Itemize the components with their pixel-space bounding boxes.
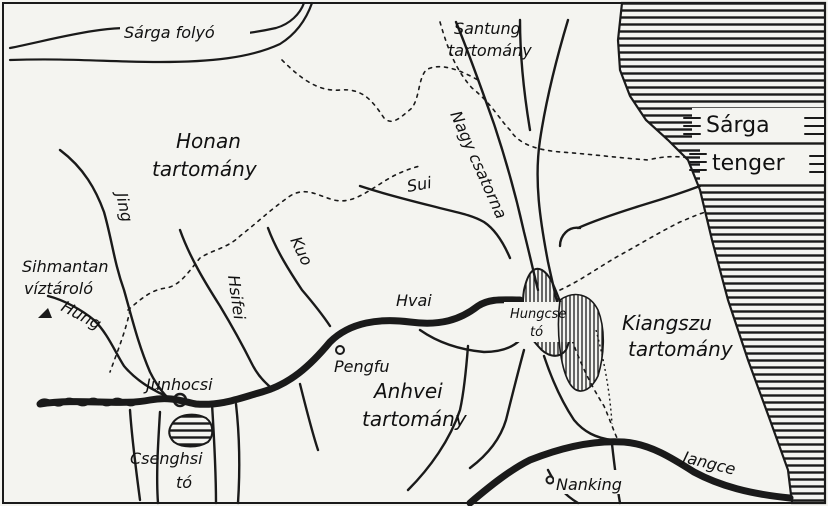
lake-csenghsi <box>168 413 214 448</box>
label-csenghsi-suffix: tó <box>176 473 192 492</box>
label-anhvei-suffix: tartomány <box>362 407 468 431</box>
border-honan-anhvei <box>127 165 421 311</box>
label-kuo: Kuo <box>286 233 316 268</box>
river-nagy-csatorna <box>454 20 540 292</box>
label-kiangszu-name: Kiangszu <box>622 311 712 335</box>
river-hsifei <box>178 228 276 392</box>
label-pengfu: Pengfu <box>334 357 390 376</box>
label-santung-name: Santung <box>454 19 521 38</box>
border-honan-north <box>281 59 479 123</box>
label-hung: Hung <box>58 297 104 334</box>
river-jing <box>58 148 170 400</box>
pengfu-marker <box>335 345 345 355</box>
nanking-marker <box>545 475 555 485</box>
label-sui: Sui <box>405 173 433 196</box>
label-hungcse-name: Hungcse <box>510 307 566 322</box>
label-hungcse-suffix: tó <box>530 325 543 340</box>
border-sihmantan <box>109 309 131 373</box>
label-sarga-folyo: Sárga folyó <box>124 23 215 42</box>
label-sihmantan-name: Sihmantan <box>22 257 109 276</box>
river-sui <box>358 184 512 260</box>
junhocsi-marker <box>172 392 188 408</box>
sihmantan-marker <box>38 308 52 318</box>
label-csenghsi-name: Csenghsi <box>130 449 203 468</box>
border-kiangszu <box>559 211 707 291</box>
lake-kiangszu <box>557 293 605 392</box>
label-sea-line1: Sárga <box>706 113 770 138</box>
river-hung <box>46 294 168 398</box>
sea-area <box>616 1 827 505</box>
label-nagy-csatorna: Nagy csatorna <box>446 108 511 222</box>
river-hvai <box>36 296 524 408</box>
label-junhocsi: Junhocsi <box>143 375 213 394</box>
label-santung-suffix: tartomány <box>448 41 532 60</box>
label-hsifei: Hsifei <box>224 274 249 321</box>
label-kiangszu-suffix: tartomány <box>628 337 734 361</box>
label-honan-suffix: tartomány <box>152 157 258 181</box>
label-honan-name: Honan <box>176 129 241 153</box>
label-sea-line2: tenger <box>712 151 786 176</box>
river-kuo <box>266 226 332 328</box>
label-jing: Jing <box>111 188 136 224</box>
label-nanking: Nanking <box>556 475 622 494</box>
label-jangce: Jangce <box>678 447 738 479</box>
border-santung <box>439 21 691 161</box>
label-hvai: Hvai <box>396 291 432 310</box>
label-sihmantan-suffix: víztároló <box>24 279 93 298</box>
label-anhvei-name: Anhvei <box>372 379 443 403</box>
